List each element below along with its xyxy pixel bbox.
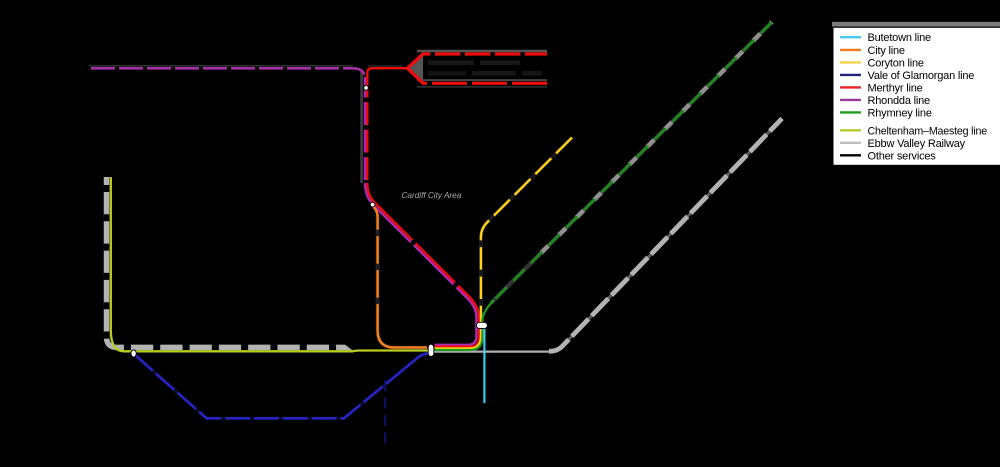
svg-text:Merthyr line: Merthyr line	[868, 82, 923, 94]
svg-text:Rhymney line: Rhymney line	[868, 107, 932, 119]
svg-text:Cheltenham–Maesteg line: Cheltenham–Maesteg line	[868, 125, 988, 137]
svg-text:Other services: Other services	[868, 150, 937, 162]
svg-text:Vale of Glamorgan line: Vale of Glamorgan line	[868, 70, 975, 82]
svg-text:Butetown line: Butetown line	[868, 32, 932, 44]
svg-text:Rhondda line: Rhondda line	[868, 95, 931, 107]
svg-text:City line: City line	[868, 45, 905, 57]
svg-text:Coryton line: Coryton line	[868, 57, 924, 69]
svg-text:Ebbw Valley Railway: Ebbw Valley Railway	[868, 138, 966, 150]
svg-text:Cardiff City Area: Cardiff City Area	[402, 191, 462, 200]
